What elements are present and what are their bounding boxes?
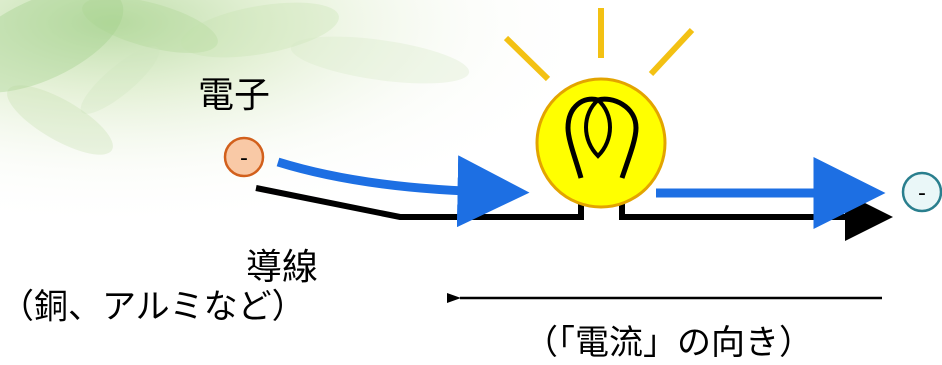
light-bulb-icon: [535, 77, 667, 209]
electron-icon-end: -: [901, 171, 942, 213]
electron-label: 電子: [198, 75, 271, 116]
wire-examples-label: （銅、アルミなど）: [0, 287, 306, 327]
electron-sign: -: [240, 146, 248, 171]
electron-icon: -: [223, 136, 265, 178]
electron-flow-arrow-left: [276, 155, 530, 228]
wire-label: 導線: [246, 247, 319, 288]
light-rays: [503, 8, 695, 82]
current-direction-label: （「電流」の向き）: [524, 323, 813, 363]
electron-sign-end: -: [918, 181, 926, 206]
